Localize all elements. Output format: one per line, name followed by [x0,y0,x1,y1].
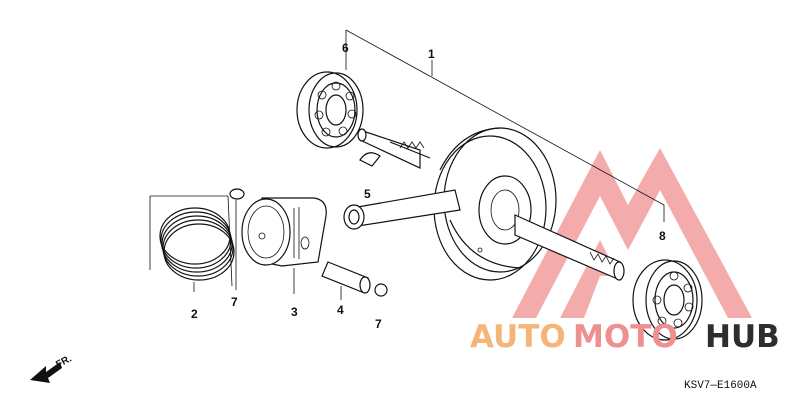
callout-woodruff-key: 5 [364,187,371,201]
connecting-rod-drawing [343,189,461,230]
pin-clip-right-drawing [374,283,388,297]
svg-text:AUTO: AUTO [470,319,566,355]
callout-piston: 3 [291,305,298,319]
piston-pin-drawing [321,261,371,300]
bearing-right-drawing [632,259,703,341]
svg-text:MOTO: MOTO [573,319,678,355]
callout-bearing-left: 6 [342,41,349,55]
callout-pin-clip-right: 7 [375,317,382,331]
crankshaft-right-shaft [514,214,625,281]
pin-clip-left-drawing [229,188,245,290]
callout-pin-clip-left: 7 [231,295,238,309]
diagram-code: KSV7—E1600A [684,380,757,392]
woodruff-key-drawing [359,152,381,167]
front-direction-arrow-icon [30,362,62,383]
bearing-left-drawing [296,71,364,149]
callout-piston-ring-set: 2 [191,307,198,321]
callout-crankshaft-assy: 1 [428,47,435,61]
svg-text:HUB: HUB [705,319,780,355]
piston-drawing [241,197,327,294]
watermark-wordmark: AUTO MOTO HUB [470,319,780,355]
crankshaft-bracket [345,29,665,222]
front-direction-label: FR. [54,353,74,370]
crankshaft-left-shaft [357,128,431,169]
callout-piston-pin: 4 [337,303,344,317]
piston-rings-drawing [149,195,235,292]
callout-bearing-right: 8 [659,229,666,243]
